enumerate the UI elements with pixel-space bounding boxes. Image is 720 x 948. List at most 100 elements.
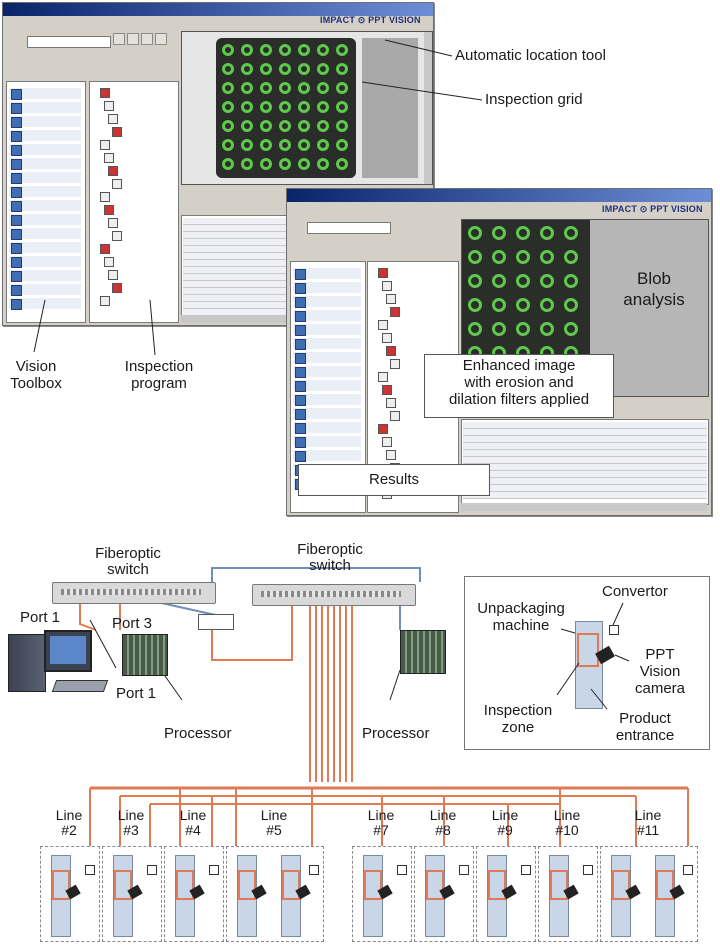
fiberoptic-switch-right-label: Fiberoptic switch xyxy=(297,541,363,574)
toolbox-item[interactable] xyxy=(9,130,81,142)
table-row xyxy=(183,239,291,246)
tree-node[interactable] xyxy=(112,283,122,293)
tree-node[interactable] xyxy=(386,398,396,408)
convertor-box xyxy=(609,625,619,635)
tree-node[interactable] xyxy=(378,320,388,330)
toolbox-item[interactable] xyxy=(9,242,81,254)
toolbox-item[interactable] xyxy=(293,338,361,350)
impact-ppt-vision-logo: IMPACT ⊙ PPT VISION xyxy=(602,204,703,214)
toolbox-item[interactable] xyxy=(9,256,81,268)
tool-category-dropdown[interactable] xyxy=(307,222,391,234)
results-table xyxy=(461,419,709,505)
toolbox-item[interactable] xyxy=(293,436,361,448)
toolbox-item[interactable] xyxy=(293,380,361,392)
tree-node[interactable] xyxy=(112,127,122,137)
tool-icon xyxy=(11,173,22,184)
toolbox-item[interactable] xyxy=(9,144,81,156)
tree-node[interactable] xyxy=(104,153,114,163)
table-row xyxy=(183,288,291,295)
toolbar-button[interactable] xyxy=(155,33,167,45)
line-label: Line #8 xyxy=(429,807,457,838)
tree-node[interactable] xyxy=(378,424,388,434)
toolbox-item[interactable] xyxy=(9,158,81,170)
toolbox-item[interactable] xyxy=(9,298,81,310)
tree-node[interactable] xyxy=(112,231,122,241)
inspection-target xyxy=(222,158,234,170)
toolbox-item[interactable] xyxy=(9,102,81,114)
tool-category-dropdown[interactable] xyxy=(27,36,111,48)
tree-node[interactable] xyxy=(100,296,110,306)
tree-node[interactable] xyxy=(104,101,114,111)
tree-node[interactable] xyxy=(100,192,110,202)
toolbox-item[interactable] xyxy=(9,116,81,128)
tree-node[interactable] xyxy=(378,268,388,278)
toolbox-item[interactable] xyxy=(9,270,81,282)
tree-node[interactable] xyxy=(100,244,110,254)
toolbox-item[interactable] xyxy=(293,282,361,294)
toolbar-button[interactable] xyxy=(127,33,139,45)
tree-node[interactable] xyxy=(112,179,122,189)
toolbox-item[interactable] xyxy=(293,324,361,336)
tree-node[interactable] xyxy=(382,437,392,447)
keyboard xyxy=(51,680,109,692)
tree-node[interactable] xyxy=(104,257,114,267)
tree-node[interactable] xyxy=(100,88,110,98)
tree-node[interactable] xyxy=(108,270,118,280)
toolbox-item[interactable] xyxy=(293,450,361,462)
toolbox-item[interactable] xyxy=(9,88,81,100)
tree-node[interactable] xyxy=(100,140,110,150)
inspection-target xyxy=(516,226,530,240)
tool-icon xyxy=(295,353,306,364)
tree-node[interactable] xyxy=(386,294,396,304)
toolbox-item[interactable] xyxy=(293,310,361,322)
computer-tower xyxy=(8,634,46,692)
table-row xyxy=(183,218,291,225)
inspection-target xyxy=(468,250,482,264)
toolbox-item[interactable] xyxy=(293,394,361,406)
vision-toolbox-label: Vision Toolbox xyxy=(10,358,62,392)
toolbox-item[interactable] xyxy=(9,214,81,226)
tree-node[interactable] xyxy=(108,166,118,176)
inspection-target xyxy=(468,274,482,288)
tree-node[interactable] xyxy=(386,450,396,460)
processor-right-label: Processor xyxy=(362,725,430,742)
toolbox-item[interactable] xyxy=(293,268,361,280)
inspection-target xyxy=(317,120,329,132)
toolbox-item[interactable] xyxy=(9,172,81,184)
tree-node[interactable] xyxy=(108,114,118,124)
toolbar-button[interactable] xyxy=(141,33,153,45)
tree-node[interactable] xyxy=(386,346,396,356)
unpackaging-machine xyxy=(237,855,257,937)
tree-node[interactable] xyxy=(382,281,392,291)
toolbox-item[interactable] xyxy=(293,408,361,420)
toolbox-item[interactable] xyxy=(293,366,361,378)
toolbox-item[interactable] xyxy=(293,422,361,434)
toolbox-item[interactable] xyxy=(9,186,81,198)
tree-node[interactable] xyxy=(378,372,388,382)
tool-icon xyxy=(11,159,22,170)
tree-node[interactable] xyxy=(390,359,400,369)
inspection-grid-label: Inspection grid xyxy=(485,91,583,108)
tree-node[interactable] xyxy=(382,333,392,343)
inspection-target xyxy=(222,139,234,151)
processor-right xyxy=(400,630,446,674)
tree-node[interactable] xyxy=(390,307,400,317)
toolbox-item[interactable] xyxy=(9,228,81,240)
toolbox-item[interactable] xyxy=(293,352,361,364)
toolbar-button[interactable] xyxy=(113,33,125,45)
tree-node[interactable] xyxy=(108,218,118,228)
line-station xyxy=(600,846,698,942)
toolbox-item[interactable] xyxy=(293,296,361,308)
inspection-zone-label: Inspection zone xyxy=(483,702,553,736)
line-station xyxy=(414,846,474,942)
tree-node[interactable] xyxy=(104,205,114,215)
tree-node[interactable] xyxy=(390,411,400,421)
line-station xyxy=(352,846,412,942)
inspection-zone-box xyxy=(282,870,300,900)
toolbox-item[interactable] xyxy=(9,200,81,212)
image-scrollbar[interactable] xyxy=(424,32,432,184)
inspection-program-label: Inspection program xyxy=(124,358,194,392)
program-manager-window-2 xyxy=(286,188,712,516)
tree-node[interactable] xyxy=(382,385,392,395)
toolbox-item[interactable] xyxy=(9,284,81,296)
